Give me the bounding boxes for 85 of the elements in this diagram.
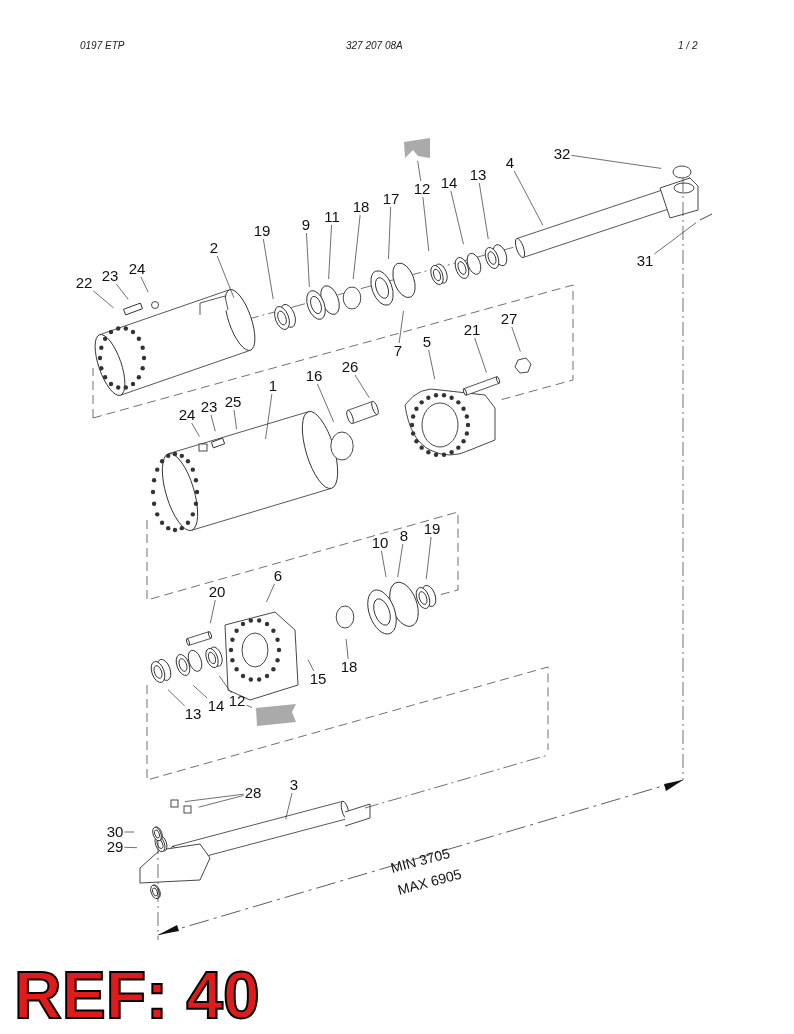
leader-line	[352, 214, 361, 280]
callout-number: 15	[308, 671, 328, 687]
page-number: 1 / 2	[678, 40, 698, 51]
leader-line	[210, 414, 216, 432]
leader-line	[388, 206, 391, 260]
callout-number: 12	[227, 693, 247, 709]
callout-number: 19	[252, 223, 272, 239]
leader-line	[354, 374, 370, 399]
leader-line	[198, 795, 244, 808]
leader-line	[233, 409, 237, 430]
leader-line	[306, 232, 310, 288]
leader-line	[246, 704, 253, 708]
callout-number: 4	[504, 155, 516, 171]
leader-line	[571, 155, 662, 169]
leader-line	[513, 170, 544, 226]
reference-text: REF: 40	[14, 962, 260, 1028]
header-text: 0197 ETP	[80, 40, 125, 51]
callout-number: 30	[105, 824, 125, 840]
leader-line	[307, 659, 315, 672]
callout-number: 1	[267, 378, 279, 394]
leader-line	[219, 675, 232, 694]
leader-line	[265, 393, 273, 440]
callout-number: 16	[304, 368, 324, 384]
callout-number: 24	[127, 261, 147, 277]
callout-number: 29	[105, 839, 125, 855]
leader-line	[209, 599, 216, 624]
leader-line	[317, 383, 335, 423]
leader-line	[345, 638, 349, 660]
leader-line	[266, 583, 275, 603]
header-text: 327 207 08A	[346, 40, 403, 51]
callout-number: 5	[421, 334, 433, 350]
callout-number: 9	[300, 217, 312, 233]
callout-number: 26	[340, 359, 360, 375]
leader-line	[285, 792, 293, 820]
callout-number: 11	[323, 209, 341, 225]
leader-line	[511, 326, 521, 352]
leader-line	[124, 846, 138, 848]
leader-line	[124, 831, 135, 833]
leader-line	[474, 337, 487, 373]
callout-number: 28	[243, 785, 263, 801]
callout-number: 3	[288, 777, 300, 793]
callout-number: 23	[100, 268, 120, 284]
leader-line	[115, 283, 129, 300]
leader-line	[262, 238, 274, 300]
callout-number: 6	[272, 568, 284, 584]
leader-line	[191, 422, 200, 437]
leader-line	[478, 182, 489, 240]
callout-number: 10	[370, 535, 390, 551]
leader-line	[425, 536, 432, 580]
leader-line	[216, 255, 235, 299]
callout-number: 27	[499, 311, 519, 327]
leader-line	[184, 793, 244, 802]
leader-line	[450, 190, 464, 245]
callout-number: 7	[392, 343, 404, 359]
callout-number: 13	[183, 706, 203, 722]
callout-number: 18	[351, 199, 371, 215]
leader-line	[93, 290, 114, 309]
callout-number: 23	[199, 399, 219, 415]
callout-number: 20	[207, 584, 227, 600]
callout-number: 24	[177, 407, 197, 423]
leader-line	[422, 196, 430, 252]
leader-line	[140, 276, 149, 293]
leader-line	[428, 349, 436, 380]
leader-line	[192, 685, 208, 699]
leader-line	[167, 689, 186, 707]
callout-number: 19	[422, 521, 442, 537]
callout-number: 2	[208, 240, 220, 256]
callout-number: 25	[223, 394, 243, 410]
leader-line	[397, 543, 404, 578]
callout-number: 31	[635, 253, 655, 269]
callout-number: 18	[339, 659, 359, 675]
callout-number: 22	[74, 275, 94, 291]
callout-number: 12	[412, 181, 432, 197]
callout-number: 13	[468, 167, 488, 183]
callout-number: 17	[381, 191, 401, 207]
leader-line	[398, 310, 404, 344]
leader-line	[417, 160, 422, 182]
callout-number: 8	[398, 528, 410, 544]
leader-line	[381, 550, 387, 578]
leader-line	[654, 222, 697, 255]
callout-number: 14	[439, 175, 459, 191]
leader-line	[328, 224, 332, 280]
callout-number: 14	[206, 698, 226, 714]
callout-number: 21	[462, 322, 482, 338]
callout-number: 32	[552, 146, 572, 162]
